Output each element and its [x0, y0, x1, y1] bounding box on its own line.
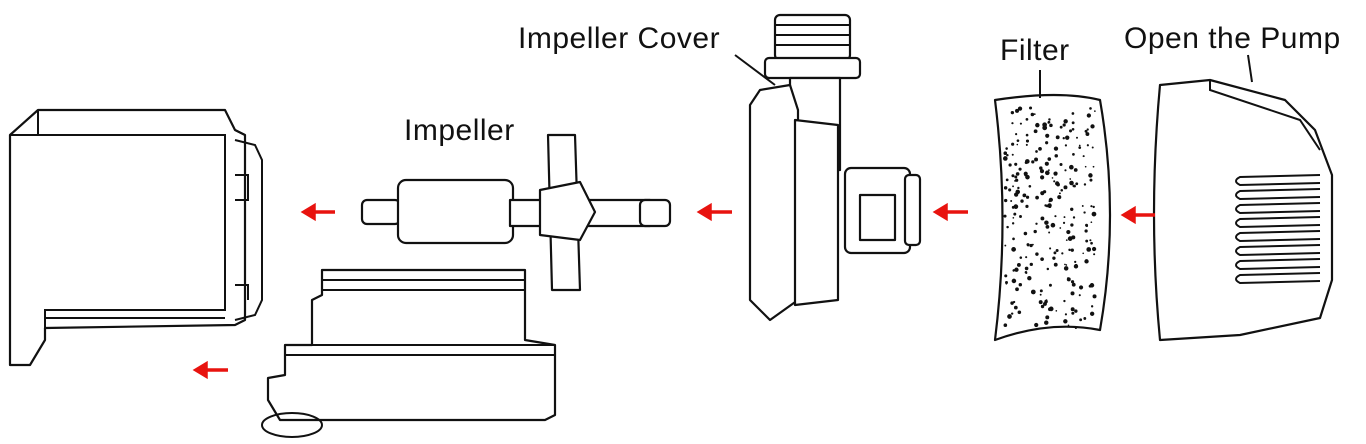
arrow-left-icon	[192, 360, 228, 380]
impeller	[360, 133, 672, 292]
impeller-cover	[734, 13, 922, 322]
label-impeller: Impeller	[404, 114, 515, 147]
arrow-left-icon	[696, 202, 732, 222]
arrow-left-icon	[1120, 205, 1155, 225]
label-filter: Filter	[1000, 34, 1070, 67]
filter-sponge	[993, 70, 1112, 342]
vent-slot	[1235, 258, 1321, 271]
vent-slot	[1235, 272, 1321, 285]
flow-arrows	[192, 202, 1155, 380]
vent-slot	[1235, 188, 1321, 201]
arrow-left-icon	[300, 202, 335, 222]
vent-slot	[1235, 216, 1321, 229]
pump-base	[261, 268, 557, 438]
pump-housing	[8, 108, 263, 367]
vent-slot	[1235, 202, 1321, 215]
filter-texture	[1002, 106, 1097, 330]
vent-slot	[1235, 174, 1321, 187]
label-impeller-cover: Impeller Cover	[518, 22, 721, 55]
label-open-pump: Open the Pump	[1124, 22, 1341, 55]
vent-slot	[1235, 230, 1321, 243]
arrow-left-icon	[932, 202, 968, 222]
vent-slot	[1235, 244, 1321, 257]
pump-cover	[1152, 54, 1334, 342]
